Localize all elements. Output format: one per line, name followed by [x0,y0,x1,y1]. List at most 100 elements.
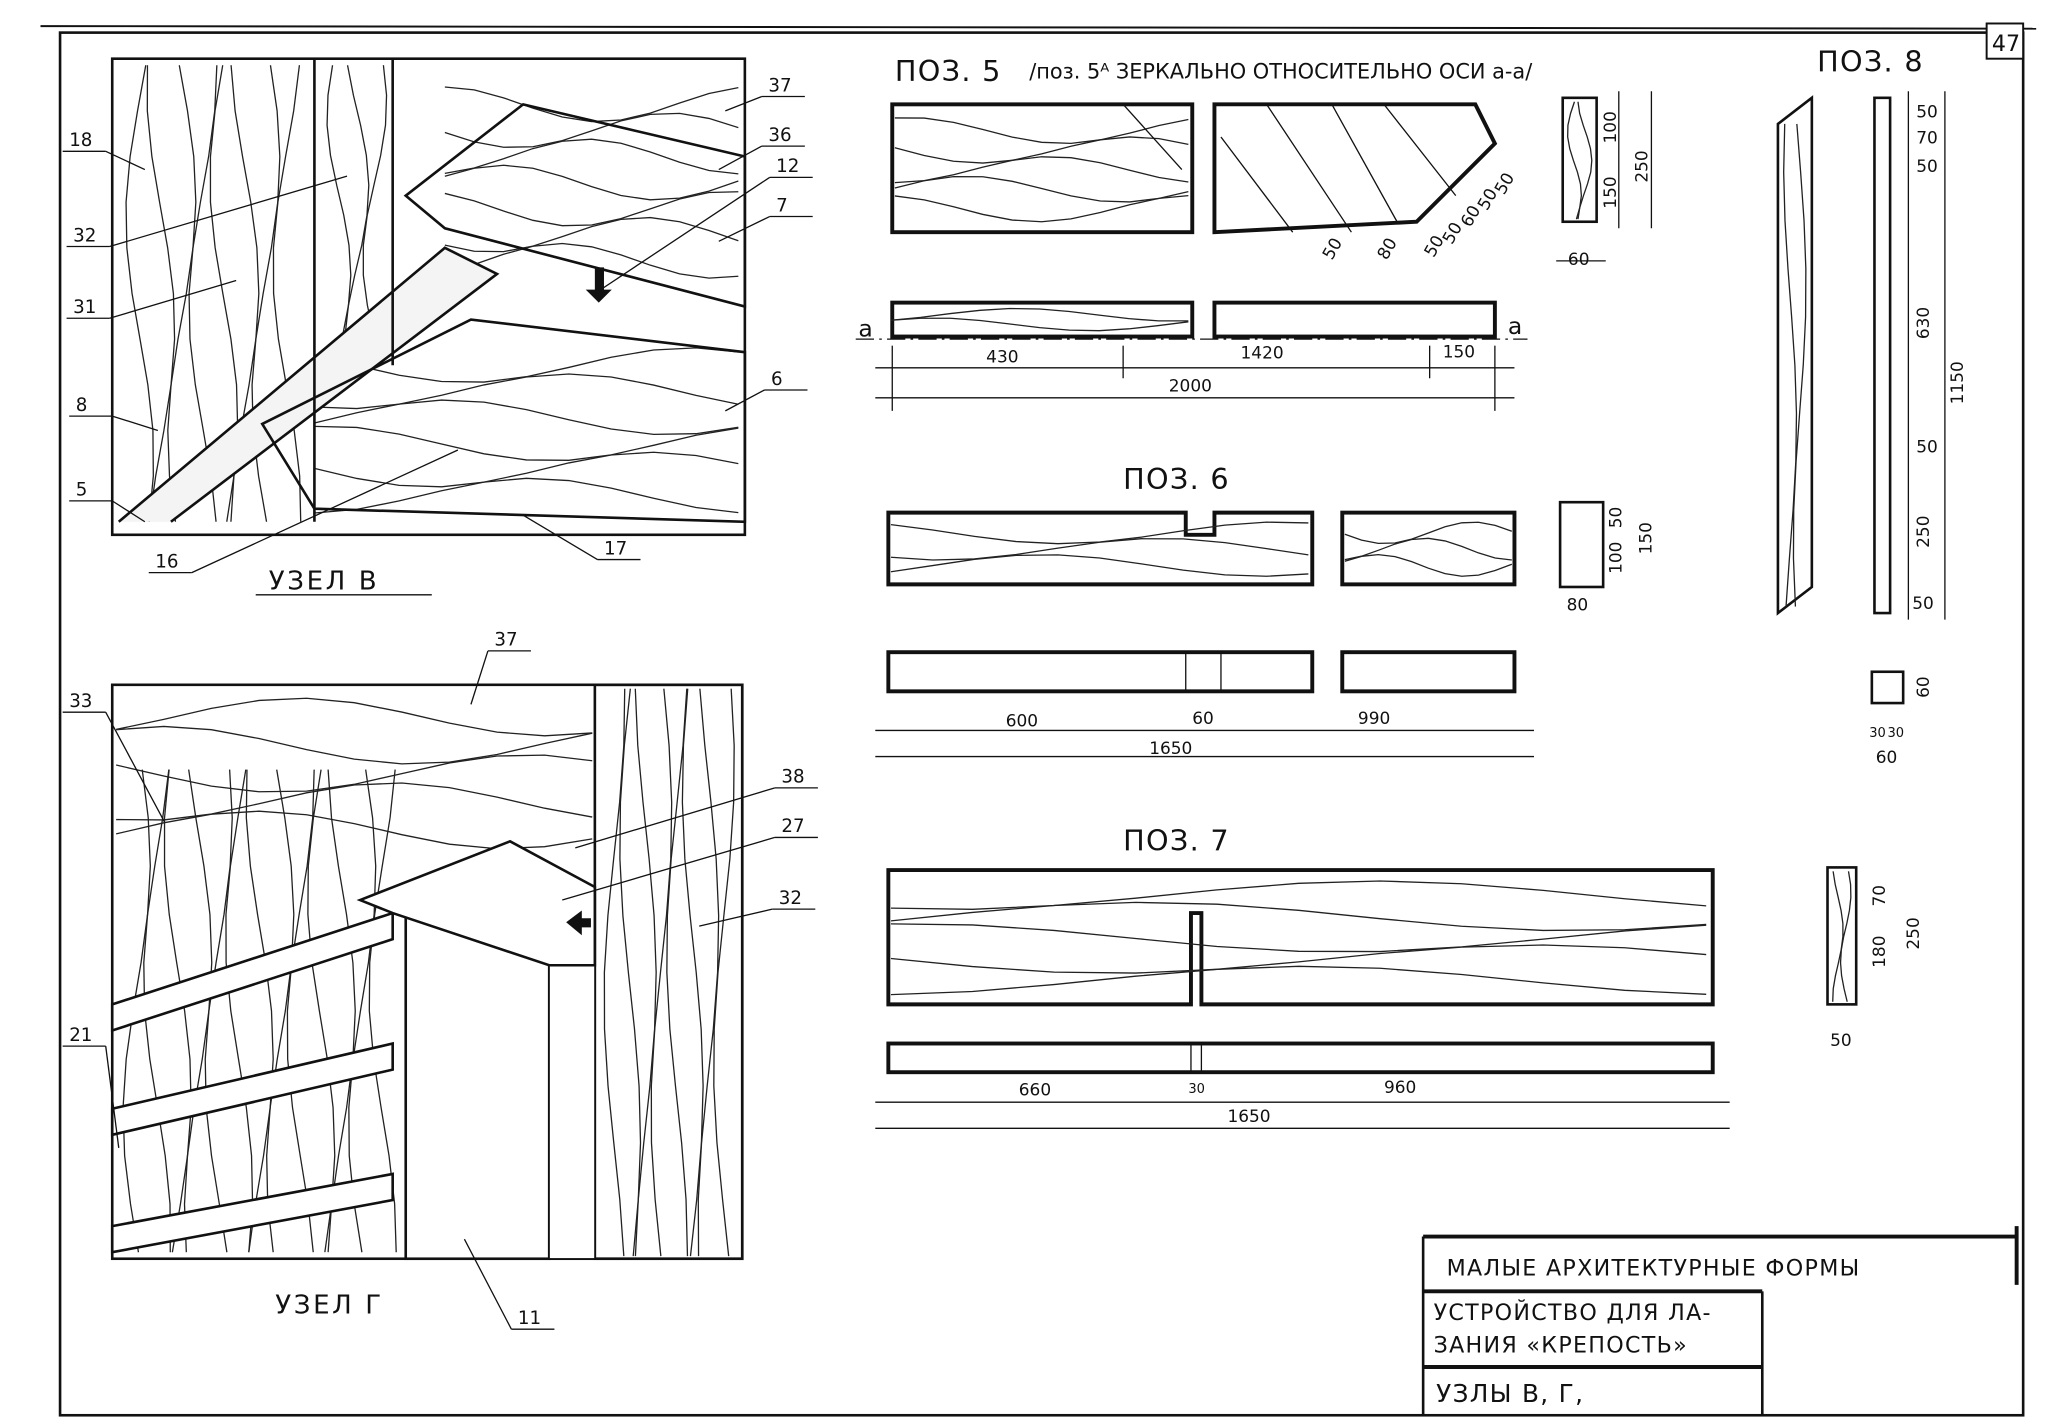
wood-grain-line [890,901,1707,932]
callout-leader [562,836,776,901]
pos5-section-dim-60: 60 [1568,249,1590,269]
pos6-section-dim: 100 [1605,542,1625,574]
pos7-section-dim: 50 [1830,1030,1852,1050]
pos8-dim: 50 [1912,593,1934,613]
callout-label: 38 [781,767,804,788]
wood-grain-line [314,477,739,514]
pos7-dim-1650: 1650 [1227,1106,1270,1126]
wood-grain-line [307,769,336,1253]
pos5-dim-2000: 2000 [1169,375,1212,395]
pos7-dim-960: 960 [1384,1077,1416,1097]
wood-grain-line [650,688,673,1257]
callout-label: 12 [776,156,799,177]
pos8-dim: 50 [1916,156,1938,176]
callout-leader [105,150,146,171]
title-block-name-line2: ЗАНИЯ «КРЕПОСТЬ» [1434,1333,1688,1359]
wood-grain-line [1792,123,1807,607]
wood-grain-line [894,117,1189,145]
pos5-subtitle: /поз. 5ᴬ ЗЕРКАЛЬНО ОТНОСИТЕЛЬНО ОСИ а-а/ [1029,59,1533,83]
pos8-dim: 50 [1916,437,1938,457]
wood-grain-line [890,880,1707,910]
pos5-dim-1420: 1420 [1241,343,1284,363]
pos6-dim-600: 600 [1006,711,1038,731]
wood-grain-line [444,138,739,175]
callout-label: 33 [69,691,92,712]
wood-grain-line [245,769,274,1253]
pos8-dim: 50 [1916,101,1938,121]
callout-label: 7 [776,195,788,216]
wood-grain-line [444,191,739,227]
wood-grain-line [603,688,626,1257]
callout-leader [699,908,773,927]
title-block-name-line1: УСТРОЙСТВО ДЛЯ ЛА- [1434,1298,1712,1326]
pos5-dim-150: 150 [1443,341,1475,361]
wood-grain-line [125,65,154,522]
wood-grain-line [713,688,735,1257]
callout-leader [105,711,165,823]
wood-grain-line [1344,553,1513,577]
pos5-section-dim-150: 150 [1600,176,1620,208]
node-b-title: УЗЕЛ В [269,567,380,597]
page-number: 47 [1992,31,2020,57]
pos5-axis-label-left: а [858,315,874,343]
callout-leader [724,389,765,412]
pos5-axis-label-right: а [1508,312,1524,340]
callout-label: 16 [155,551,178,572]
wood-grain-line [225,769,254,1253]
wood-grain-line [894,175,1189,203]
callout-label: 37 [768,75,791,96]
pos8-section-dim: 60 [1913,676,1933,698]
callout-leader [725,95,763,112]
sheet-frame [40,22,2037,1417]
callout-label: 8 [76,395,88,416]
callout-label: 27 [781,816,804,837]
pos5-diag-dim: 50 [1318,234,1346,263]
callout-label: 32 [779,888,802,909]
wood-grain-line [116,697,593,737]
pos7-section-dim: 180 [1869,936,1889,968]
callout-leader [594,176,771,295]
wood-grain-line [619,688,642,1257]
board-grain [890,101,1852,1002]
title-block-category: МАЛЫЕ АРХИТЕКТУРНЫЕ ФОРМЫ [1447,1256,1861,1282]
pos5-dim-430: 430 [986,347,1018,367]
pos8-section-dim: 30 [1888,726,1905,741]
pos8-dim: 630 [1913,307,1933,339]
pos6-dim-990: 990 [1358,708,1390,728]
pos8-dim: 250 [1913,515,1933,547]
wood-grain-line [890,554,1309,577]
wood-grain-line [188,65,218,522]
callout-label: 11 [518,1308,541,1329]
node-b-wood-texture [125,65,739,522]
wood-grain-line [314,399,739,436]
callout-label: 6 [771,369,783,390]
wood-grain-line [894,156,1189,184]
wood-grain-line [368,769,397,1253]
wood-grain-line [204,769,233,1253]
pos6-title: ПОЗ. 6 [1123,462,1230,496]
wood-grain-line [444,242,739,279]
pos7-section-dim: 250 [1903,917,1923,949]
pos8-section-dim: 60 [1876,747,1898,767]
callout-leader [112,415,159,432]
wood-grain-line [890,307,1189,322]
callout-label: 36 [768,125,791,146]
pos8-elevation [1776,91,1946,705]
callout-leader [191,449,459,574]
wood-grain-line [348,769,377,1253]
pos5-dimension-lines [875,345,1515,411]
callout-leader [575,787,776,849]
pos5-section-dim-100: 100 [1600,111,1620,143]
wood-grain-line [1783,123,1798,607]
wood-grain-line [163,769,192,1253]
callout-label: 21 [69,1025,92,1046]
pos8-dim: 1150 [1947,361,1967,404]
pos6-section-dim: 50 [1605,507,1625,529]
pos7-dim-30: 30 [1188,1082,1205,1097]
node-g-drawing [110,683,744,1261]
pos5-board-elevation [890,102,1498,235]
pos6-board [875,500,1605,758]
callout-leader [105,1046,120,1148]
wood-grain-line [116,782,593,821]
